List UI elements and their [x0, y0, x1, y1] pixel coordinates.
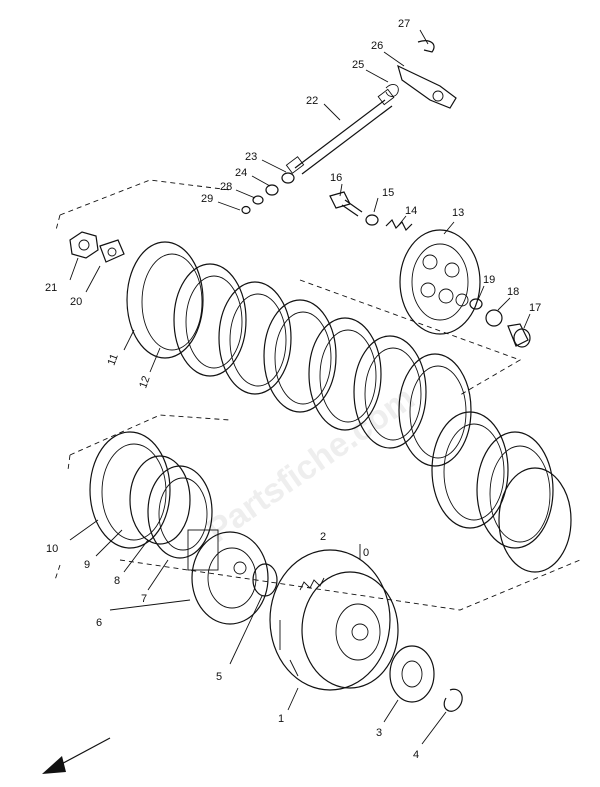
- callout-6: 6: [96, 617, 102, 629]
- callout-labels: 27 26 25 22 23 24 28 29 16 15 14 13 19 1…: [45, 18, 541, 761]
- callout-28: 28: [220, 181, 232, 193]
- callout-4: 4: [413, 749, 419, 761]
- clutch-boss: [187, 529, 269, 625]
- callout-19: 19: [483, 274, 495, 286]
- callout-17: 17: [529, 302, 541, 314]
- circlip: [443, 688, 463, 712]
- pressure-plate: [399, 229, 481, 335]
- callout-12: 12: [137, 374, 152, 390]
- callout-22: 22: [306, 95, 318, 107]
- thrust-washer: [252, 563, 278, 597]
- callout-24: 24: [235, 167, 247, 179]
- callout-27: 27: [398, 18, 410, 30]
- watermark: Partsfiche.com: [200, 379, 421, 550]
- push-lever: [385, 40, 457, 109]
- callout-25: 25: [352, 59, 364, 71]
- callout-21: 21: [45, 282, 57, 294]
- callout-8: 8: [114, 575, 120, 587]
- callout-9: 9: [84, 559, 90, 571]
- assembly-guide-lines: [54, 179, 581, 611]
- callout-13: 13: [452, 207, 464, 219]
- callout-18: 18: [507, 286, 519, 298]
- callout-10: 10: [46, 543, 58, 555]
- clutch-nut-and-lock-washer: [69, 231, 125, 263]
- callout-3: 3: [376, 727, 382, 739]
- callout-2: 2: [320, 531, 326, 543]
- friction-plate-stack-upper: [126, 241, 472, 467]
- callout-14: 14: [405, 205, 417, 217]
- damper-rings: [89, 431, 213, 559]
- callout-29: 29: [201, 193, 213, 205]
- small-seals-and-rings: [241, 172, 295, 215]
- callout-16: 16: [330, 172, 342, 184]
- direction-arrow-icon: [42, 737, 111, 774]
- callout-26: 26: [371, 40, 383, 52]
- callout-15: 15: [382, 187, 394, 199]
- callout-0-marker: 0: [363, 547, 369, 559]
- callout-20: 20: [70, 296, 82, 308]
- callout-23: 23: [245, 151, 257, 163]
- callout-5: 5: [216, 671, 222, 683]
- callout-7: 7: [141, 593, 147, 605]
- friction-plate-stack-lower: [431, 411, 572, 573]
- callout-11: 11: [106, 352, 121, 367]
- callout-leader-lines: [69, 29, 531, 745]
- primary-drive-gear: [389, 645, 435, 703]
- callout-1: 1: [278, 713, 284, 725]
- clutch-housing: [269, 549, 399, 691]
- push-lever-shaft: [285, 88, 395, 175]
- push-rod-parts: [469, 298, 531, 348]
- pressure-plate-bolts: [329, 191, 413, 232]
